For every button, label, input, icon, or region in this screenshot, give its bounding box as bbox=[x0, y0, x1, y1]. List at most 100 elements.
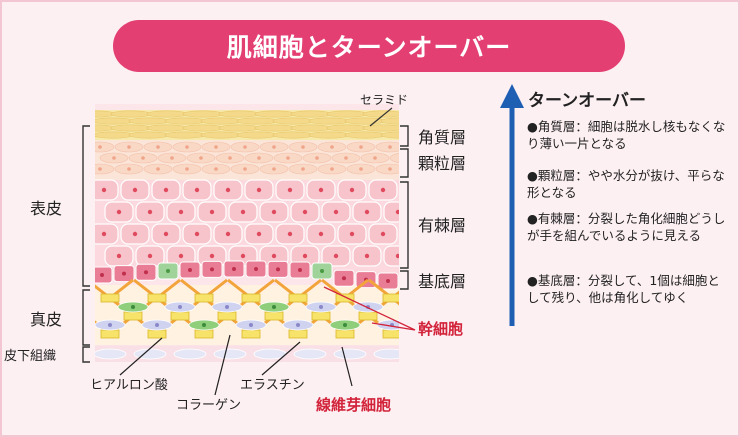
horny-cell bbox=[111, 111, 151, 117]
spinous-nucleus bbox=[241, 254, 245, 258]
spinous-nucleus bbox=[257, 188, 261, 192]
horny-cell bbox=[255, 125, 295, 131]
subcutis-label: 皮下組織 bbox=[4, 349, 56, 364]
spinous-nucleus bbox=[288, 188, 292, 192]
granular-nucleus bbox=[272, 145, 276, 149]
granular-nucleus bbox=[141, 156, 145, 160]
horny-cell bbox=[75, 111, 115, 117]
elastin-node bbox=[265, 312, 283, 320]
fibroblast-nucleus bbox=[202, 323, 206, 327]
horny-cell bbox=[93, 118, 133, 124]
granular-nucleus bbox=[315, 156, 319, 160]
spinous-nucleus bbox=[164, 188, 168, 192]
subcutis-cell bbox=[254, 349, 286, 359]
granular-nucleus bbox=[388, 167, 392, 171]
basal-nucleus bbox=[144, 270, 148, 274]
horny-cell bbox=[147, 111, 187, 117]
horny-cell bbox=[183, 111, 223, 117]
spinous-nucleus bbox=[226, 188, 230, 192]
spinous-nucleus bbox=[381, 232, 385, 236]
horny-cell bbox=[183, 125, 223, 131]
spinous-nucleus bbox=[117, 254, 121, 258]
elastin-node bbox=[383, 330, 401, 338]
left-brackets bbox=[83, 126, 90, 362]
spinous-nucleus bbox=[179, 210, 183, 214]
spinous-nucleus bbox=[396, 254, 400, 258]
granular-nucleus bbox=[272, 167, 276, 171]
spinous-nucleus bbox=[179, 254, 183, 258]
horny-cell bbox=[129, 132, 169, 138]
horny-cell bbox=[327, 125, 367, 131]
collagen-fiber bbox=[415, 298, 438, 316]
horny-cell bbox=[147, 125, 187, 131]
collagen-label: コラーゲン bbox=[176, 398, 241, 413]
granular-nucleus bbox=[228, 156, 232, 160]
right-brackets bbox=[400, 126, 408, 289]
fibroblast-nucleus bbox=[225, 305, 229, 309]
spinous-nucleus bbox=[210, 254, 214, 258]
granular-nucleus bbox=[330, 145, 334, 149]
granular-nucleus bbox=[185, 145, 189, 149]
hyaluronic-label: ヒアルロン酸 bbox=[90, 378, 168, 393]
note-granular: ●顆粒層：やや水分が抜け、平らな形となる bbox=[527, 167, 727, 201]
granular-nucleus bbox=[344, 156, 348, 160]
horny-cell bbox=[363, 111, 403, 117]
fibroblast-nucleus bbox=[343, 323, 347, 327]
horny-cell bbox=[291, 111, 331, 117]
horny-cell bbox=[111, 125, 151, 131]
granular-nucleus bbox=[359, 167, 363, 171]
elastin-label: エラスチン bbox=[240, 378, 305, 393]
fibroblast-nucleus bbox=[413, 305, 417, 309]
horny-cell bbox=[75, 125, 115, 131]
spinous-nucleus bbox=[226, 232, 230, 236]
horny-cell bbox=[363, 125, 403, 131]
spinous-nucleus bbox=[164, 232, 168, 236]
granular-nucleus bbox=[359, 145, 363, 149]
spinous-nucleus bbox=[272, 210, 276, 214]
granular-nucleus bbox=[286, 156, 290, 160]
fibroblast-nucleus bbox=[108, 323, 112, 327]
granular-nucleus bbox=[373, 156, 377, 160]
horny-cell bbox=[237, 132, 277, 138]
spinous-layer-label: 有棘層 bbox=[418, 216, 466, 235]
elastin-node bbox=[171, 312, 189, 320]
elastin-node bbox=[359, 312, 377, 320]
spinous-nucleus bbox=[350, 188, 354, 192]
horny-cell bbox=[291, 125, 331, 131]
note-spinous: ●有棘層：分裂した角化細胞どうしが手を組んでいるように見える bbox=[527, 210, 727, 244]
elastin-node bbox=[406, 312, 424, 320]
granular-nucleus bbox=[112, 156, 116, 160]
basal-nucleus bbox=[298, 268, 302, 272]
granular-nucleus bbox=[214, 145, 218, 149]
dermis-label: 真皮 bbox=[30, 310, 62, 329]
spinous-nucleus bbox=[102, 188, 106, 192]
spinous-nucleus bbox=[102, 232, 106, 236]
elastin-node bbox=[383, 294, 401, 302]
horny-cell bbox=[309, 118, 349, 124]
granular-nucleus bbox=[185, 167, 189, 171]
granular-nucleus bbox=[301, 167, 305, 171]
elastin-node bbox=[101, 330, 119, 338]
elastin-node bbox=[336, 330, 354, 338]
epidermis-label: 表皮 bbox=[30, 199, 62, 218]
spinous-nucleus bbox=[396, 210, 400, 214]
elastin-node bbox=[218, 312, 236, 320]
turnover-title: ターンオーバー bbox=[528, 86, 646, 111]
granular-nucleus bbox=[98, 145, 102, 149]
spinous-nucleus bbox=[288, 232, 292, 236]
granular-layer-label: 顆粒層 bbox=[418, 154, 466, 173]
subcutis-cell bbox=[174, 349, 206, 359]
subcutis-cell bbox=[374, 349, 406, 359]
horny-cell bbox=[219, 111, 259, 117]
fibroblast-nucleus bbox=[131, 305, 135, 309]
horny-cell bbox=[165, 132, 205, 138]
subcutis-cell bbox=[294, 349, 326, 359]
spinous-nucleus bbox=[241, 210, 245, 214]
basal-nucleus bbox=[276, 267, 280, 271]
horny-cell bbox=[273, 132, 313, 138]
granular-nucleus bbox=[402, 156, 406, 160]
horny-cell bbox=[129, 118, 169, 124]
elastin-node bbox=[148, 330, 166, 338]
basal-nucleus bbox=[254, 267, 258, 271]
spinous-nucleus bbox=[272, 254, 276, 258]
